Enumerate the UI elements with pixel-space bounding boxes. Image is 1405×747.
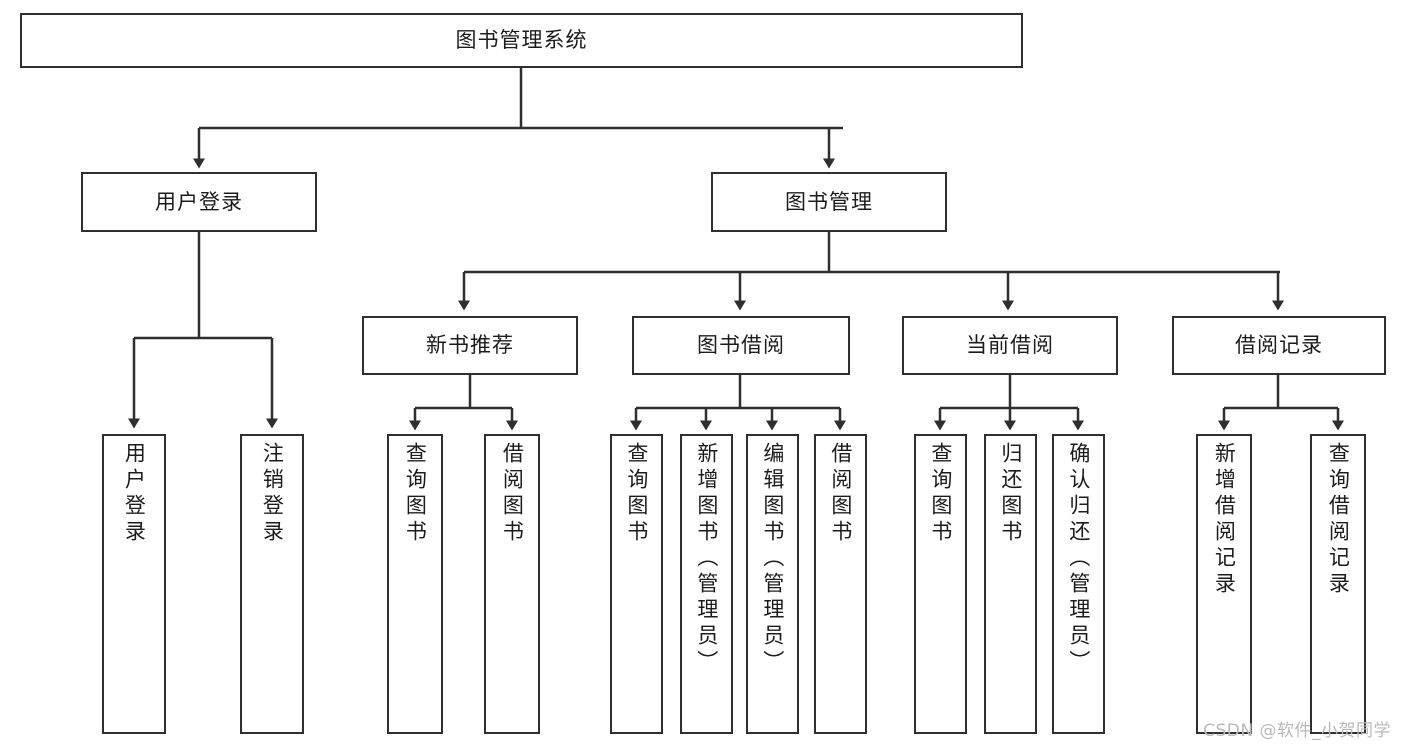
- node-new-book-rec[interactable]: 新书推荐: [362, 316, 578, 375]
- node-leaf-rec-add-record-label: 新增借阅记录: [1212, 442, 1237, 598]
- node-borrow-record-label: 借阅记录: [1235, 333, 1323, 358]
- node-user-login[interactable]: 用户登录: [81, 172, 317, 232]
- node-leaf-rec-query-record[interactable]: 查询借阅记录: [1310, 434, 1366, 734]
- node-leaf-cur-return-book-label: 归还图书: [998, 442, 1023, 546]
- edge-bookborrow-to-leaves: [630, 375, 846, 431]
- node-leaf-cur-confirm-return-label: 确认归还（管理员）: [1066, 442, 1091, 676]
- node-book-borrow[interactable]: 图书借阅: [632, 316, 850, 375]
- node-leaf-rec-query-record-label: 查询借阅记录: [1326, 442, 1351, 598]
- node-leaf-cur-return-book[interactable]: 归还图书: [984, 434, 1037, 734]
- node-new-book-rec-label: 新书推荐: [426, 333, 514, 358]
- node-book-borrow-label: 图书借阅: [697, 333, 785, 358]
- edge-bookmanage-to-level3: [458, 232, 1284, 311]
- edge-root-to-level2: [193, 68, 843, 169]
- node-leaf-rec-add-record[interactable]: 新增借阅记录: [1196, 434, 1252, 734]
- node-leaf-borrow-edit-book-label: 编辑图书（管理员）: [760, 442, 785, 676]
- node-leaf-cur-query-book[interactable]: 查询图书: [914, 434, 967, 734]
- node-leaf-borrow-add-book-label: 新增图书（管理员）: [694, 442, 719, 676]
- node-root-label: 图书管理系统: [455, 28, 588, 53]
- node-book-manage[interactable]: 图书管理: [711, 172, 947, 232]
- edge-userlogin-to-leaves: [128, 232, 278, 429]
- node-leaf-borrow-query-book-label: 查询图书: [624, 442, 649, 546]
- node-leaf-rec-query-book[interactable]: 查询图书: [387, 434, 443, 734]
- node-leaf-rec-query-book-label: 查询图书: [403, 442, 428, 546]
- node-leaf-user-login[interactable]: 用户登录: [102, 434, 166, 734]
- node-leaf-borrow-add-book[interactable]: 新增图书（管理员）: [680, 434, 733, 734]
- node-book-manage-label: 图书管理: [785, 189, 873, 214]
- node-current-borrow-label: 当前借阅: [966, 333, 1054, 358]
- edge-borrowrecord-to-leaves: [1218, 375, 1344, 431]
- node-leaf-rec-borrow-book-label: 借阅图书: [500, 442, 525, 546]
- node-leaf-borrow-query-book[interactable]: 查询图书: [610, 434, 663, 734]
- node-leaf-cur-confirm-return[interactable]: 确认归还（管理员）: [1052, 434, 1105, 734]
- node-borrow-record[interactable]: 借阅记录: [1172, 316, 1386, 375]
- edge-currentborrow-to-leaves: [934, 375, 1084, 431]
- node-leaf-borrow-borrow-book-label: 借阅图书: [828, 442, 853, 546]
- node-leaf-rec-borrow-book[interactable]: 借阅图书: [484, 434, 540, 734]
- node-leaf-user-logout[interactable]: 注销登录: [240, 434, 304, 734]
- node-user-login-label: 用户登录: [155, 189, 243, 214]
- node-current-borrow[interactable]: 当前借阅: [902, 316, 1118, 375]
- node-leaf-cur-query-book-label: 查询图书: [928, 442, 953, 546]
- node-leaf-borrow-edit-book[interactable]: 编辑图书（管理员）: [746, 434, 799, 734]
- node-leaf-user-logout-label: 注销登录: [260, 442, 285, 546]
- node-leaf-user-login-label: 用户登录: [122, 442, 147, 546]
- edge-newbookrec-to-leaves: [409, 375, 518, 431]
- watermark-text: CSDN @软件_小贺同学: [1203, 721, 1391, 741]
- node-leaf-borrow-borrow-book[interactable]: 借阅图书: [814, 434, 867, 734]
- node-root[interactable]: 图书管理系统: [20, 13, 1023, 68]
